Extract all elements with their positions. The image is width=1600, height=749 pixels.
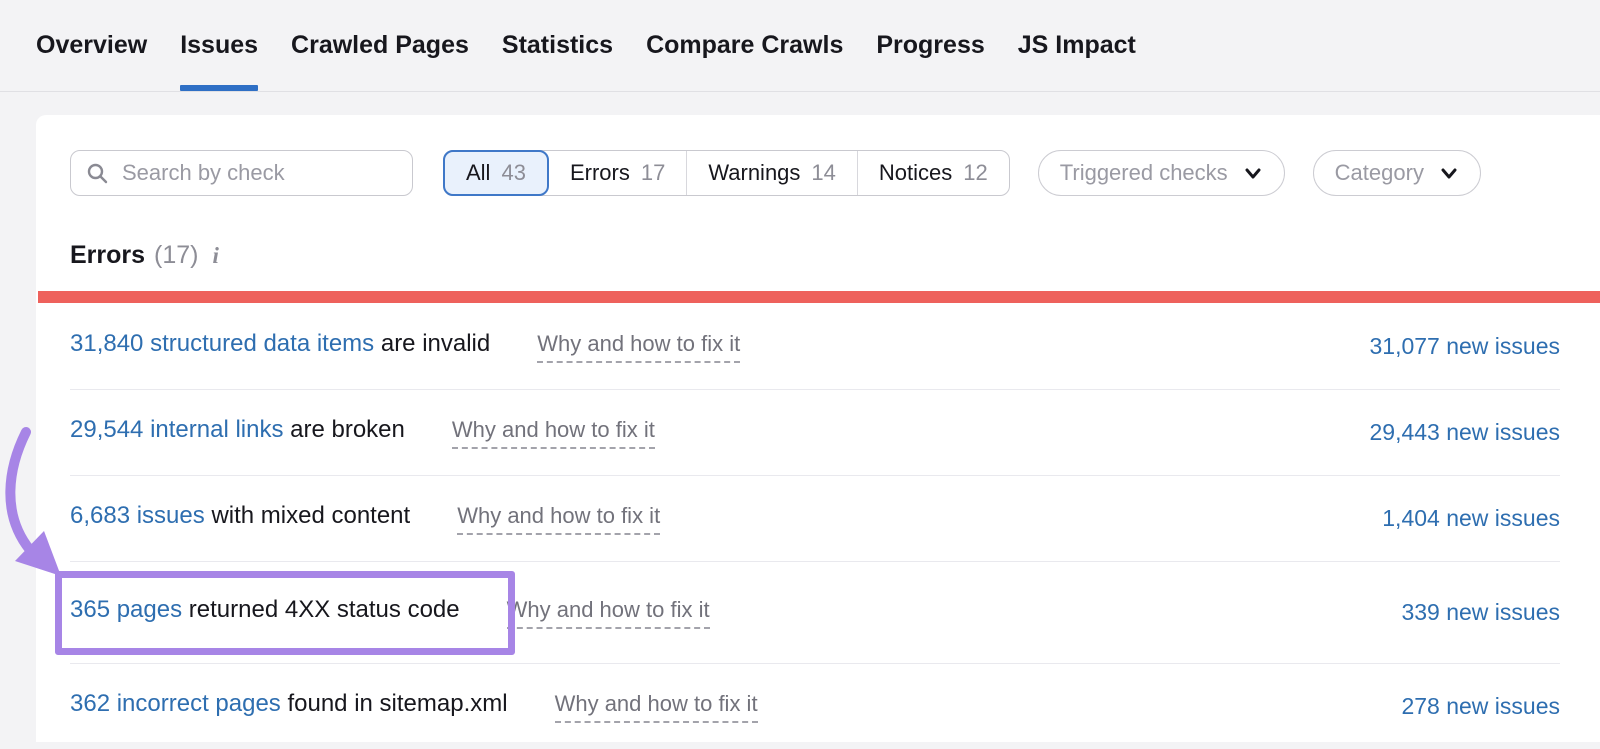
search-by-check-box[interactable] <box>70 150 413 196</box>
search-icon <box>87 163 108 184</box>
issue-description: with mixed content <box>211 502 411 529</box>
why-how-to-fix-link[interactable]: Why and how to fix it <box>506 597 710 629</box>
filter-toolbar: All 43 Errors 17 Warnings 14 Notices 12 Trigger… <box>70 150 1560 196</box>
segment-notices[interactable]: Notices 12 <box>858 151 1009 195</box>
issue-row: 31,840 structured data items are invalid… <box>70 303 1560 389</box>
why-how-to-fix-link[interactable]: Why and how to fix it <box>537 331 741 363</box>
nav-tab-label: Overview <box>36 31 148 59</box>
issue-count-link[interactable]: 29,544 internal links <box>70 416 284 443</box>
segment-count: 12 <box>963 160 988 185</box>
new-issues-link[interactable]: 1,404 new issues <box>1382 505 1560 531</box>
why-how-to-fix-link[interactable]: Why and how to fix it <box>554 691 758 723</box>
segment-all[interactable]: All 43 <box>443 150 549 196</box>
search-input[interactable] <box>120 159 398 187</box>
chevron-down-icon <box>1245 168 1261 179</box>
why-how-to-fix-link[interactable]: Why and how to fix it <box>457 503 661 535</box>
nav-tab-label: Issues <box>180 31 259 59</box>
issue-row: 6,683 issues with mixed content Why and … <box>70 475 1560 561</box>
nav-tab-progress[interactable]: Progress <box>876 0 984 91</box>
issue-description: returned 4XX status code <box>188 596 460 623</box>
why-how-to-fix-link[interactable]: Why and how to fix it <box>451 417 655 449</box>
segment-label: Warnings <box>708 160 801 185</box>
nav-tab-label: JS Impact <box>1017 31 1136 59</box>
category-label: Category <box>1334 160 1424 185</box>
issue-count-link[interactable]: 31,840 structured data items <box>70 329 375 357</box>
errors-section-header: Errors (17) i <box>70 241 1560 270</box>
triggered-checks-dropdown[interactable]: Triggered checks <box>1037 150 1285 196</box>
errors-section-count: (17) <box>154 241 199 269</box>
nav-tab-label: Statistics <box>501 31 614 59</box>
nav-tab-issues[interactable]: Issues <box>180 0 258 91</box>
issue-row: 365 pages returned 4XX status code Why a… <box>55 561 1560 663</box>
segment-label: All <box>466 160 491 185</box>
errors-section-title: Errors <box>70 241 146 269</box>
segment-label: Errors <box>569 160 630 185</box>
issue-count-link[interactable]: 365 pages <box>70 596 183 623</box>
errors-severity-bar <box>38 291 1600 303</box>
nav-tab-label: Progress <box>876 31 985 59</box>
nav-tab-statistics[interactable]: Statistics <box>502 0 613 91</box>
nav-tab-crawled-pages[interactable]: Crawled Pages <box>291 0 469 91</box>
nav-tab-label: Compare Crawls <box>646 31 844 59</box>
issue-description: are invalid <box>380 329 491 357</box>
nav-tab-compare-crawls[interactable]: Compare Crawls <box>646 0 843 91</box>
info-icon[interactable]: i <box>212 242 219 268</box>
new-issues-link[interactable]: 31,077 new issues <box>1369 332 1560 359</box>
segment-errors[interactable]: Errors 17 <box>549 151 688 195</box>
new-issues-link[interactable]: 339 new issues <box>1401 599 1560 625</box>
issue-count-link[interactable]: 362 incorrect pages <box>70 690 281 717</box>
new-issues-link[interactable]: 29,443 new issues <box>1369 419 1560 445</box>
nav-tab-js-impact[interactable]: JS Impact <box>1018 0 1136 91</box>
nav-tab-overview[interactable]: Overview <box>36 0 147 91</box>
issues-list: 31,840 structured data items are invalid… <box>55 303 1560 749</box>
segment-count: 14 <box>811 160 836 185</box>
issue-description: are broken <box>290 416 405 443</box>
segment-label: Notices <box>878 160 953 185</box>
top-nav-bar: Overview Issues Crawled Pages Statistics… <box>0 0 1600 92</box>
segment-count: 17 <box>640 160 666 185</box>
issue-row: 29,544 internal links are broken Why and… <box>70 389 1560 475</box>
nav-tab-label: Crawled Pages <box>291 31 469 59</box>
new-issues-link[interactable]: 278 new issues <box>1401 693 1560 719</box>
segment-warnings[interactable]: Warnings 14 <box>687 151 858 195</box>
issue-row: 362 incorrect pages found in sitemap.xml… <box>70 663 1560 749</box>
issue-description: found in sitemap.xml <box>287 690 508 717</box>
category-dropdown[interactable]: Category <box>1312 150 1481 196</box>
segment-count: 43 <box>501 160 526 185</box>
severity-segmented-control: All 43 Errors 17 Warnings 14 Notices 12 <box>443 150 1010 196</box>
issue-count-link[interactable]: 6,683 issues <box>70 502 205 529</box>
triggered-checks-label: Triggered checks <box>1059 160 1228 185</box>
chevron-down-icon <box>1441 168 1457 179</box>
